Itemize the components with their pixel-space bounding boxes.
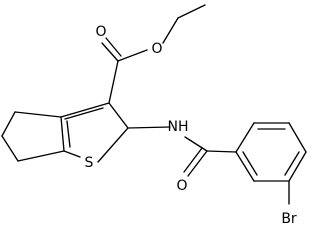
ring-c3-c3a-bond <box>60 102 110 118</box>
ring-c3-c2-bond <box>108 102 129 129</box>
amide-co-double-bond-outer <box>187 150 208 177</box>
ester-carbonyl-double-bond-inner <box>105 37 122 57</box>
thiophene-sulfur-label: S <box>85 155 94 171</box>
ester-ether-oxygen-label: O <box>151 41 162 57</box>
ester-o-carbonyl-c-bond <box>117 49 148 62</box>
benzene-c3-c4-bond <box>288 122 307 153</box>
ring-s-c6a-bond <box>63 150 81 158</box>
cyclopenta-c4-c5-bond <box>1 111 16 137</box>
ester-carbonyl-c-ring-bond <box>108 60 119 104</box>
amide-oxygen-label: O <box>176 178 187 194</box>
benzene-c4-c5-bond <box>288 151 307 182</box>
amide-nh-label: NH <box>168 119 189 135</box>
ethyl-ch2-o-bond <box>162 17 179 44</box>
benzene-inner-double-bond-right <box>284 151 300 176</box>
ring-c2-nh-bond <box>127 126 171 129</box>
benzene-inner-double-bond-left <box>242 151 258 176</box>
bromine-label: Br <box>281 211 297 227</box>
cyclopenta-c6-c6a-bond <box>17 150 65 162</box>
amide-c-aryl-bond <box>206 150 237 153</box>
ester-carbonyl-oxygen-label: O <box>95 24 106 40</box>
benzene-c6-c1-bond <box>235 151 255 182</box>
ring-c3a-c6a-bond <box>60 116 65 152</box>
ethyl-ch3-bond <box>177 4 206 19</box>
ester-carbonyl-double-bond-outer <box>101 42 119 62</box>
amide-co-double-bond-inner <box>183 147 203 173</box>
cyclopenta-c3a-c4-bond <box>14 111 62 118</box>
ring-c2-s-bond <box>97 127 129 163</box>
ring-c3-c3-double-bond-inner <box>64 107 104 120</box>
ring-c3a-c6a-double-bond-inner <box>66 120 71 148</box>
benzene-c1-c2-bond <box>235 122 255 153</box>
nh-amide-c-bond <box>184 136 208 152</box>
cyclopenta-c5-c6-bond <box>1 135 19 162</box>
